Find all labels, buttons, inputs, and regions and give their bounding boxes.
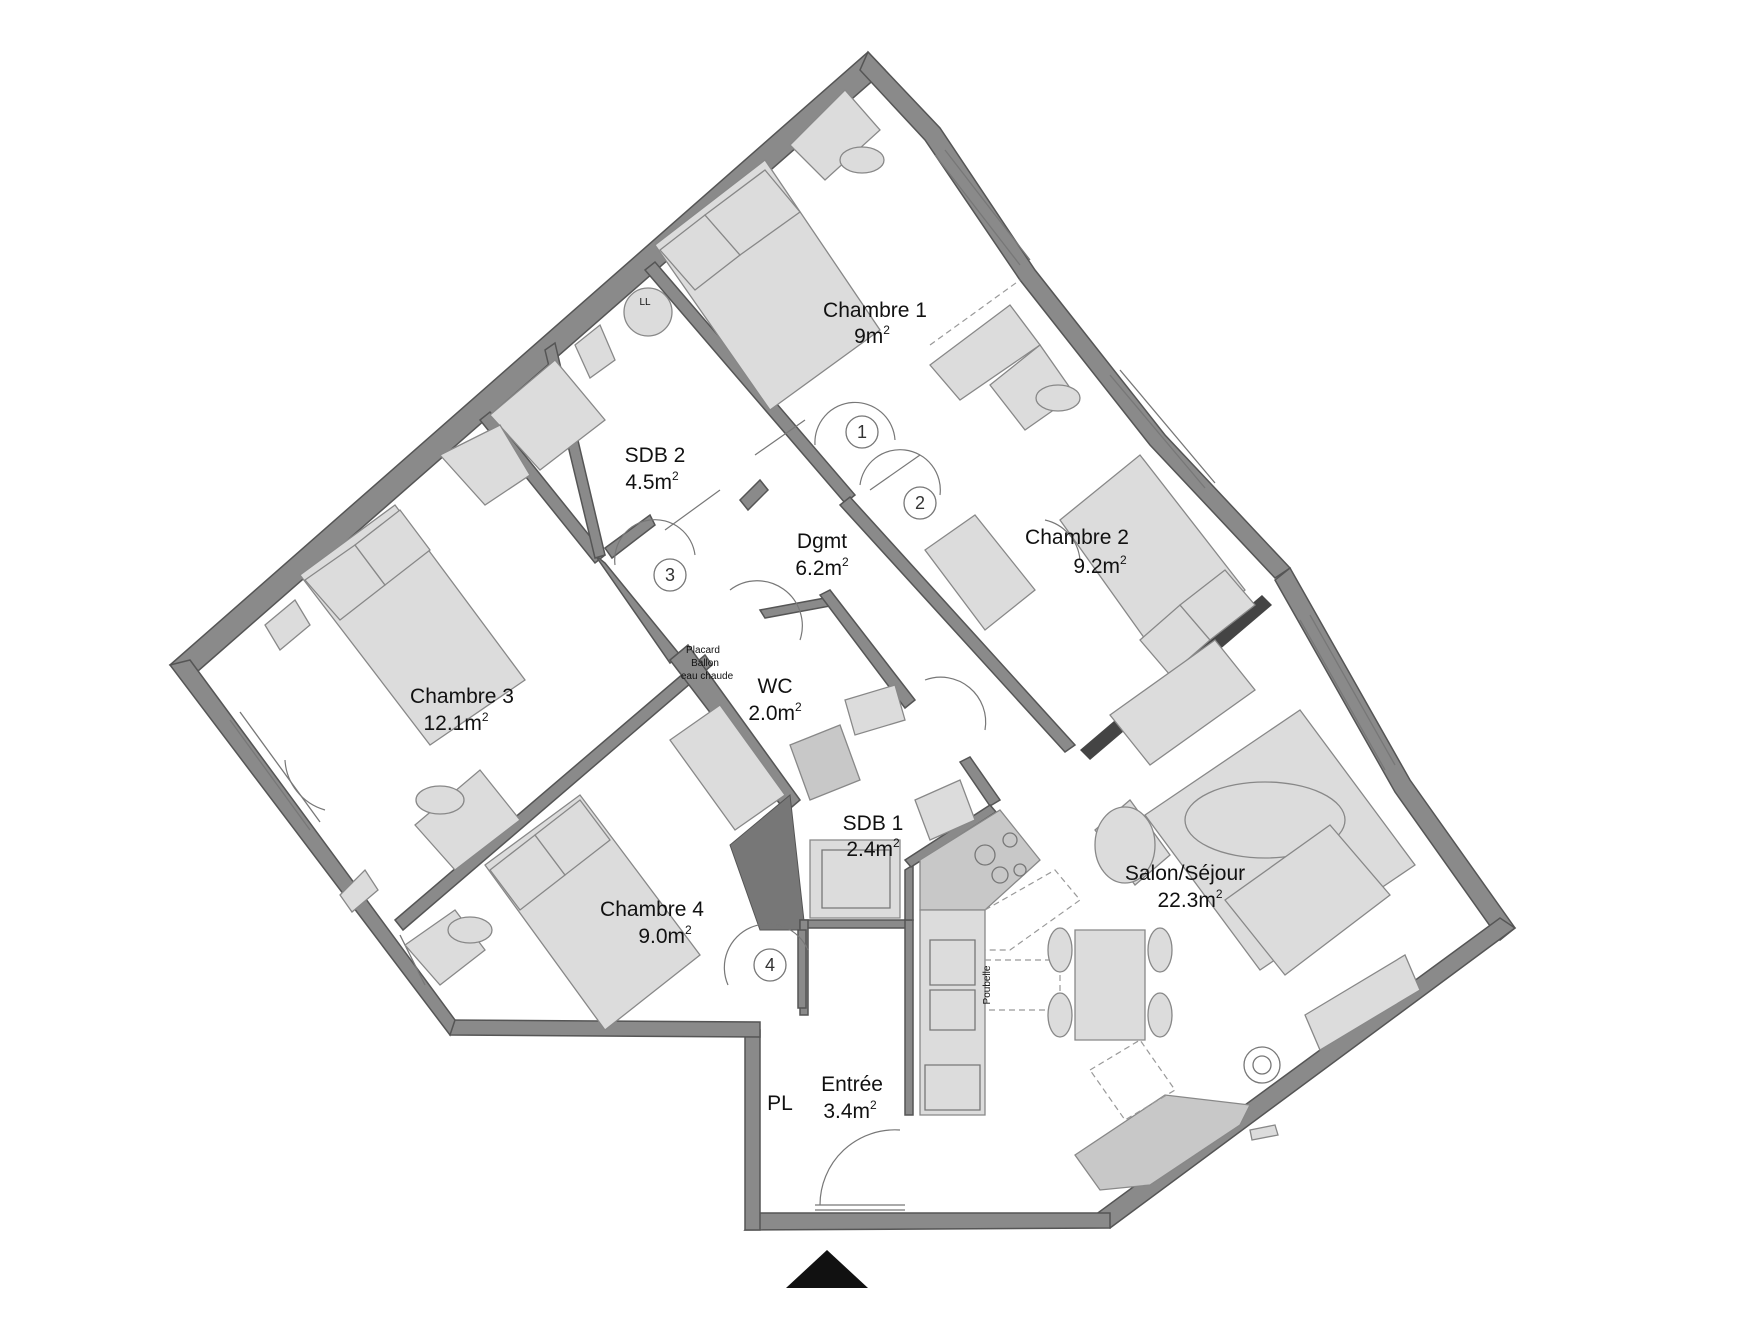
room-name-sdb1: SDB 1 [843, 812, 904, 835]
room-area-chambre1: 9m2 [854, 323, 890, 348]
door-number-1: 1 [857, 422, 867, 442]
room-name-sdb2: SDB 2 [625, 444, 686, 467]
placard-label-2: Ballon [691, 658, 719, 669]
room-name-chambre4: Chambre 4 [600, 898, 704, 921]
doors [284, 401, 1081, 1206]
door-marker-4 [753, 948, 787, 982]
ll-label: LL [639, 297, 651, 308]
door-marker-2 [903, 486, 937, 520]
door-markers: 1 2 3 4 [653, 415, 937, 982]
room-area-wc: 2.0m2 [748, 700, 802, 725]
room-area-chambre2: 9.2m2 [1073, 553, 1127, 578]
door-number-3: 3 [665, 565, 675, 585]
room-area-salon: 22.3m2 [1157, 887, 1222, 912]
room-name-chambre3: Chambre 3 [410, 685, 514, 708]
room-area-chambre4: 9.0m2 [638, 923, 692, 948]
salon-furniture [1047, 709, 1421, 1191]
chambre1-furniture [654, 89, 1041, 411]
room-name-salon: Salon/Séjour [1125, 862, 1245, 885]
room-area-chambre3: 12.1m2 [423, 710, 488, 735]
wc-sdb1-furniture [789, 684, 976, 919]
door-number-2: 2 [915, 493, 925, 513]
placard-label-3: eau chaude [681, 671, 734, 682]
kitchen-furniture [919, 809, 1081, 1116]
room-name-wc: WC [758, 675, 793, 698]
room-labels: Chambre 1 9m2 Chambre 2 9.2m2 Chambre 3 … [410, 297, 1245, 1123]
room-name-entree: Entrée [821, 1073, 883, 1096]
door-marker-1 [845, 415, 879, 449]
placard-label-1: Placard [686, 645, 720, 656]
door-marker-3 [653, 558, 687, 592]
poubelle-label: Poubelle [982, 965, 993, 1004]
room-name-chambre2: Chambre 2 [1025, 526, 1129, 549]
chambre2-furniture [924, 344, 1256, 766]
room-name-dgmt: Dgmt [797, 530, 847, 553]
sdb2-furniture [489, 287, 673, 471]
pl-label: PL [767, 1092, 793, 1115]
entrance-arrow-icon [786, 1250, 868, 1288]
room-area-dgmt: 6.2m2 [795, 555, 849, 580]
chambre4-furniture [404, 704, 786, 1031]
room-area-sdb2: 4.5m2 [625, 469, 679, 494]
room-area-entree: 3.4m2 [823, 1098, 877, 1123]
chambre3-furniture [264, 424, 531, 913]
windows [229, 149, 1396, 1211]
room-name-chambre1: Chambre 1 [823, 299, 927, 322]
door-number-4: 4 [765, 955, 775, 975]
room-area-sdb1: 2.4m2 [846, 836, 900, 861]
